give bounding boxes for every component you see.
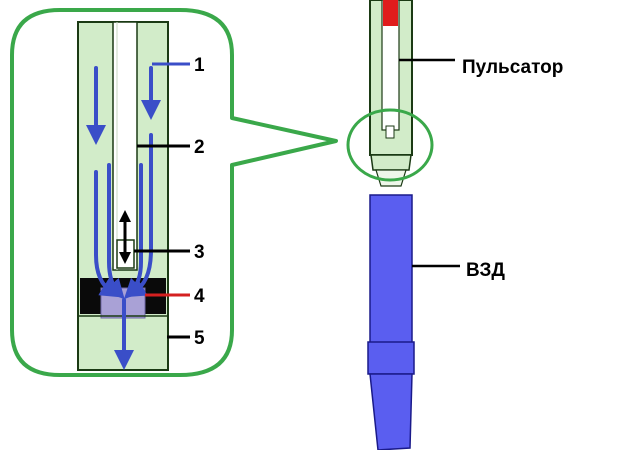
- pulsator-cross-section: 1 2 3 4 5: [77, 21, 205, 371]
- motor-bent-section: [369, 373, 413, 450]
- pulsator-joint: [370, 154, 412, 171]
- callout-number-3: 3: [194, 242, 205, 263]
- motor-upper-section: [369, 194, 413, 344]
- callout-number-1: 1: [194, 55, 205, 76]
- callout-number-5: 5: [194, 328, 205, 349]
- red-band: [383, 0, 398, 26]
- pulsator-tool: Пульсатор: [346, 0, 563, 187]
- pulsator-thread: [375, 169, 407, 187]
- callout-number-4: 4: [194, 286, 205, 307]
- motor-coupling: [367, 341, 415, 375]
- downhole-motor: ВЗД: [367, 194, 505, 450]
- valve-highlight-ellipse: [346, 108, 434, 182]
- callout-number-2: 2: [194, 137, 205, 158]
- motor-label: ВЗД: [466, 260, 505, 281]
- pulsator-label: Пульсатор: [462, 57, 563, 78]
- pulsator-poppet: [385, 125, 395, 139]
